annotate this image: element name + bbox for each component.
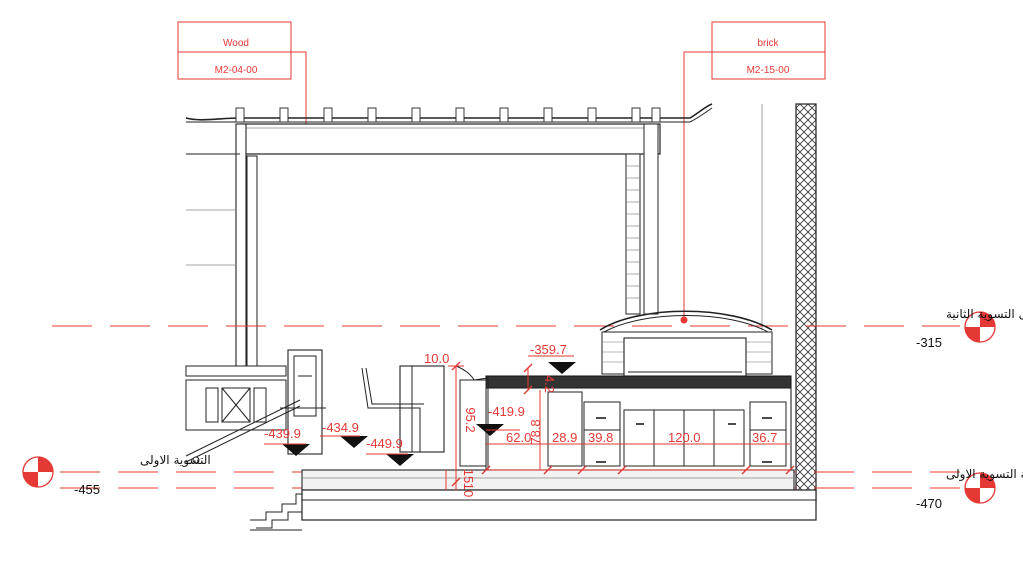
- level-first-value: -455: [74, 482, 100, 497]
- dim-95: 95.2: [463, 407, 478, 432]
- dim-78: 78.8: [528, 419, 543, 444]
- callout-wood: Wood M2-04-00: [177, 21, 310, 146]
- level-symbol-right-top: [964, 311, 996, 343]
- dim-449: -449.9: [366, 436, 403, 451]
- callout-brick-code: M2-15-00: [747, 65, 790, 76]
- level-garden-label: حديقة التسوية الاولى: [946, 467, 1023, 482]
- callout-brick-dot: [680, 316, 688, 324]
- dim-39: 39.8: [588, 430, 613, 445]
- callout-wood-code: M2-04-00: [215, 65, 258, 76]
- dimension-lines: [264, 355, 790, 490]
- dim-434: -434.9: [322, 420, 359, 435]
- dim-120: 120.0: [668, 430, 701, 445]
- dimension-ticks: [451, 361, 795, 487]
- bbq-unit: [485, 310, 792, 471]
- pergola: [185, 103, 713, 370]
- dim-439: -439.9: [264, 426, 301, 441]
- level-road-entrance-value: -315: [916, 335, 942, 350]
- dim-10: 10.0: [424, 351, 449, 366]
- dim-36: 36.7: [752, 430, 777, 445]
- dim-62: 62.0: [506, 430, 531, 445]
- dim-4-2: 4.2: [542, 375, 557, 393]
- callout-brick-material: brick: [757, 38, 779, 49]
- dim-419: -419.9: [488, 404, 525, 419]
- dim-359: -359.7: [530, 342, 567, 357]
- dim-28: 28.9: [552, 430, 577, 445]
- dim-10b: 10: [461, 483, 476, 497]
- bar-stools: [361, 365, 489, 470]
- level-lines: [52, 325, 960, 489]
- level-road-entrance-label: مستوى مدخل الطريق الى التسوية الثانية: [946, 307, 1023, 322]
- callout-wood-material: Wood: [223, 38, 249, 49]
- floor-slab: [250, 469, 817, 531]
- railing: [185, 349, 326, 464]
- level-symbol-right-bottom: [964, 472, 996, 504]
- level-garden-value: -470: [916, 496, 942, 511]
- callout-brick: brick M2-15-00: [680, 21, 826, 324]
- dim-15: 15: [461, 469, 476, 483]
- level-symbol-left: [22, 456, 54, 488]
- level-first-label: التسوية الاولى: [140, 453, 211, 468]
